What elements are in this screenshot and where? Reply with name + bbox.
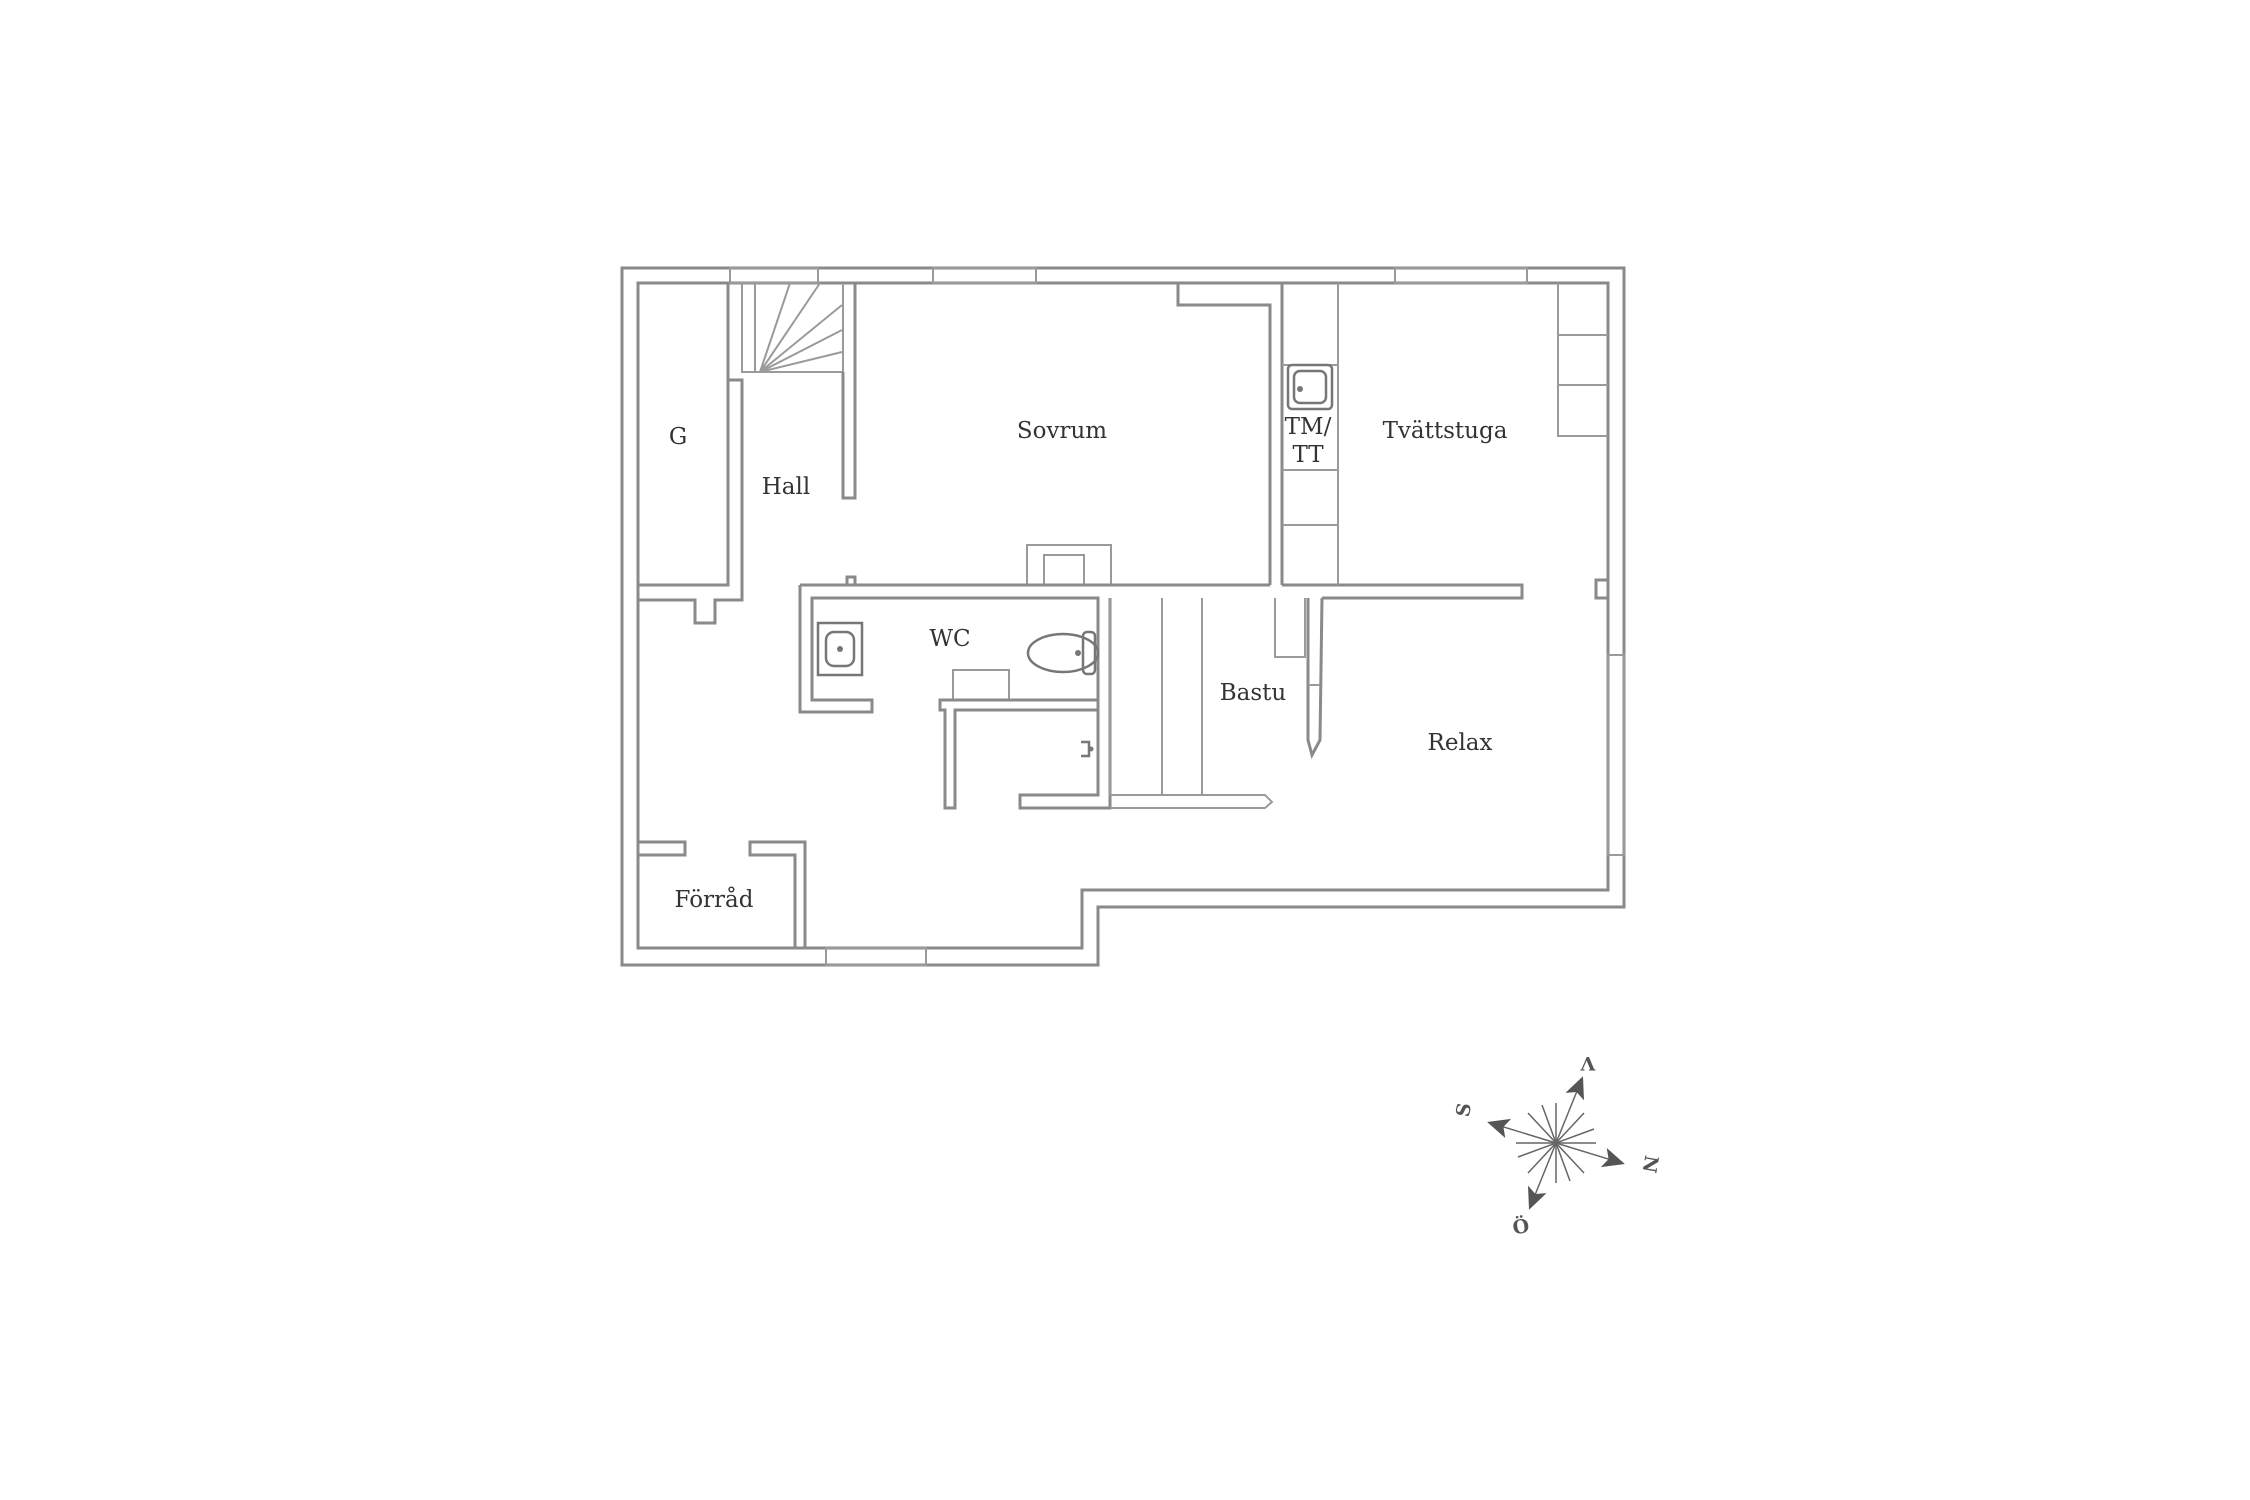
room-label-tvattstuga: Tvättstuga <box>1383 418 1508 444</box>
room-label-sovrum: Sovrum <box>1017 418 1107 444</box>
room-label-g: G <box>669 424 687 450</box>
kitchen-sink-icon <box>1286 363 1334 411</box>
compass-arrow-n <box>1555 1142 1625 1168</box>
heater-icon <box>1081 740 1094 758</box>
room-label-forrad: Förråd <box>675 886 754 913</box>
compass-letter-s: S <box>1452 1101 1476 1118</box>
interior-walls <box>638 281 1610 950</box>
sink-icon <box>816 621 864 677</box>
room-label-tt: TT <box>1292 442 1324 468</box>
compass-letter-o: Ö <box>1511 1214 1531 1240</box>
room-label-tm: TM/ <box>1285 414 1332 440</box>
room-label-bastu: Bastu <box>1220 680 1286 706</box>
windows <box>729 267 1625 966</box>
compass-arrow-s <box>1487 1118 1557 1144</box>
fixtures <box>816 363 1334 758</box>
toilet-icon <box>1026 630 1100 676</box>
compass-letter-v: V <box>1579 1052 1596 1074</box>
compass-arrow-v <box>1555 1076 1585 1144</box>
compass-letter-n: N <box>1638 1154 1663 1175</box>
room-label-relax: Relax <box>1428 730 1493 756</box>
room-label-hall: Hall <box>762 474 810 500</box>
outer-walls <box>620 266 1626 967</box>
room-labels: G Hall Sovrum TM/ TT Tvättstuga WC Bastu… <box>669 414 1508 913</box>
compass-rose: V N Ö S <box>1452 1052 1662 1239</box>
room-label-wc: WC <box>929 626 970 652</box>
compass-arrow-o <box>1527 1142 1557 1210</box>
